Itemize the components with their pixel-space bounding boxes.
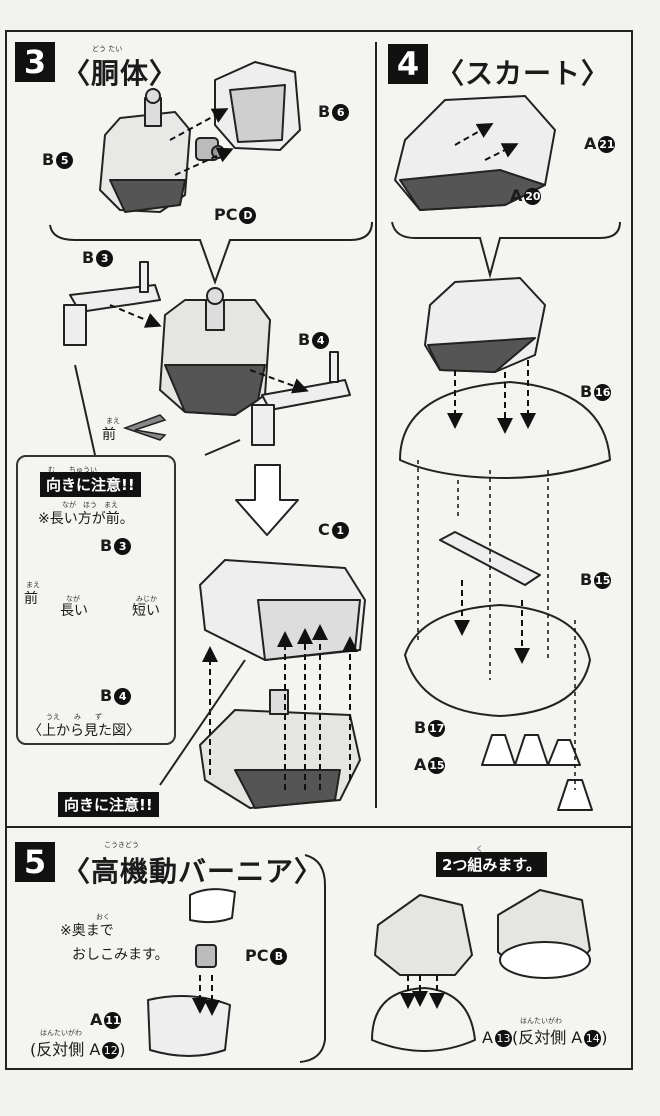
front-direction-arrow bbox=[122, 414, 167, 441]
a13-ruby: はんたいがわ bbox=[520, 1017, 562, 1025]
skirt-assembled bbox=[424, 277, 546, 373]
step-5-number: 5 bbox=[15, 842, 55, 882]
step-4-number: 4 bbox=[388, 44, 428, 84]
hip-part-c1 bbox=[199, 559, 366, 661]
orientation-note-box bbox=[16, 455, 176, 745]
step-3-title: 〈胴体〉 bbox=[62, 57, 179, 90]
back-part-b6 bbox=[214, 61, 301, 151]
frame-part-b3 bbox=[63, 261, 161, 346]
caution-badge-2: 向きに注意!! bbox=[58, 792, 159, 817]
vernier-nozzle-a13 bbox=[371, 987, 476, 1052]
column-divider bbox=[375, 42, 377, 808]
step-4-title: 〈スカート〉 bbox=[436, 57, 611, 90]
push-instruction-2: おしこみます。 bbox=[72, 947, 169, 963]
caution-ruby: む ちゅうい bbox=[48, 466, 97, 474]
diagram-caption-ruby: うえ み ず bbox=[46, 713, 102, 721]
diagram-long-label: 長い bbox=[60, 603, 88, 619]
poly-cap-d bbox=[195, 137, 225, 161]
callout-bracket-step4 bbox=[391, 221, 621, 279]
diagram-long-ruby: なが bbox=[66, 595, 80, 603]
skirt-part-a20-a21 bbox=[394, 95, 556, 211]
push-ruby: おく bbox=[96, 913, 110, 921]
finger-press bbox=[189, 888, 236, 924]
diagram-front-ruby: まえ bbox=[26, 581, 40, 589]
thrusters-a15 bbox=[481, 734, 593, 811]
vernier-base-a11 bbox=[147, 995, 231, 1057]
diagram-front-label: 前 bbox=[24, 591, 38, 607]
front-ruby: まえ bbox=[106, 417, 120, 425]
big-down-arrow bbox=[235, 464, 299, 536]
lower-assembly bbox=[199, 689, 361, 809]
step-3-number: 3 bbox=[15, 42, 55, 82]
step-5-title-ruby: こうきどう bbox=[104, 841, 139, 849]
diagram-caption: 〈上から見た図〉 bbox=[28, 723, 140, 739]
callout-bracket-step5 bbox=[299, 854, 326, 1063]
diagram-short-ruby: みじか bbox=[136, 595, 157, 603]
poly-cap-b bbox=[195, 944, 217, 968]
front-label: 前 bbox=[102, 427, 116, 443]
row-divider bbox=[5, 826, 633, 828]
frame-part-b4 bbox=[251, 351, 351, 446]
a12-ruby: はんたいがわ bbox=[40, 1029, 82, 1037]
vernier-upper bbox=[374, 889, 591, 979]
make-two-badge: 2つ組みます。 bbox=[436, 852, 547, 877]
callout-bracket-step3 bbox=[49, 221, 373, 285]
caution-badge-1: 向きに注意!! bbox=[40, 472, 141, 497]
diagram-short-label: 短い bbox=[132, 603, 160, 619]
note-ruby: なが ほう まえ bbox=[62, 501, 118, 509]
note-long-side-front: ※長い方が前。 bbox=[38, 511, 134, 527]
push-instruction-1: ※奥まで bbox=[60, 923, 114, 939]
step-5-title: 〈高機動バーニア〉 bbox=[62, 855, 324, 888]
make-two-ruby: く bbox=[476, 845, 483, 853]
step-3-title-ruby: どう たい bbox=[92, 45, 123, 53]
torso-assembled bbox=[159, 287, 271, 416]
torso-part-b5 bbox=[99, 88, 191, 213]
base-part-b17 bbox=[404, 604, 591, 717]
